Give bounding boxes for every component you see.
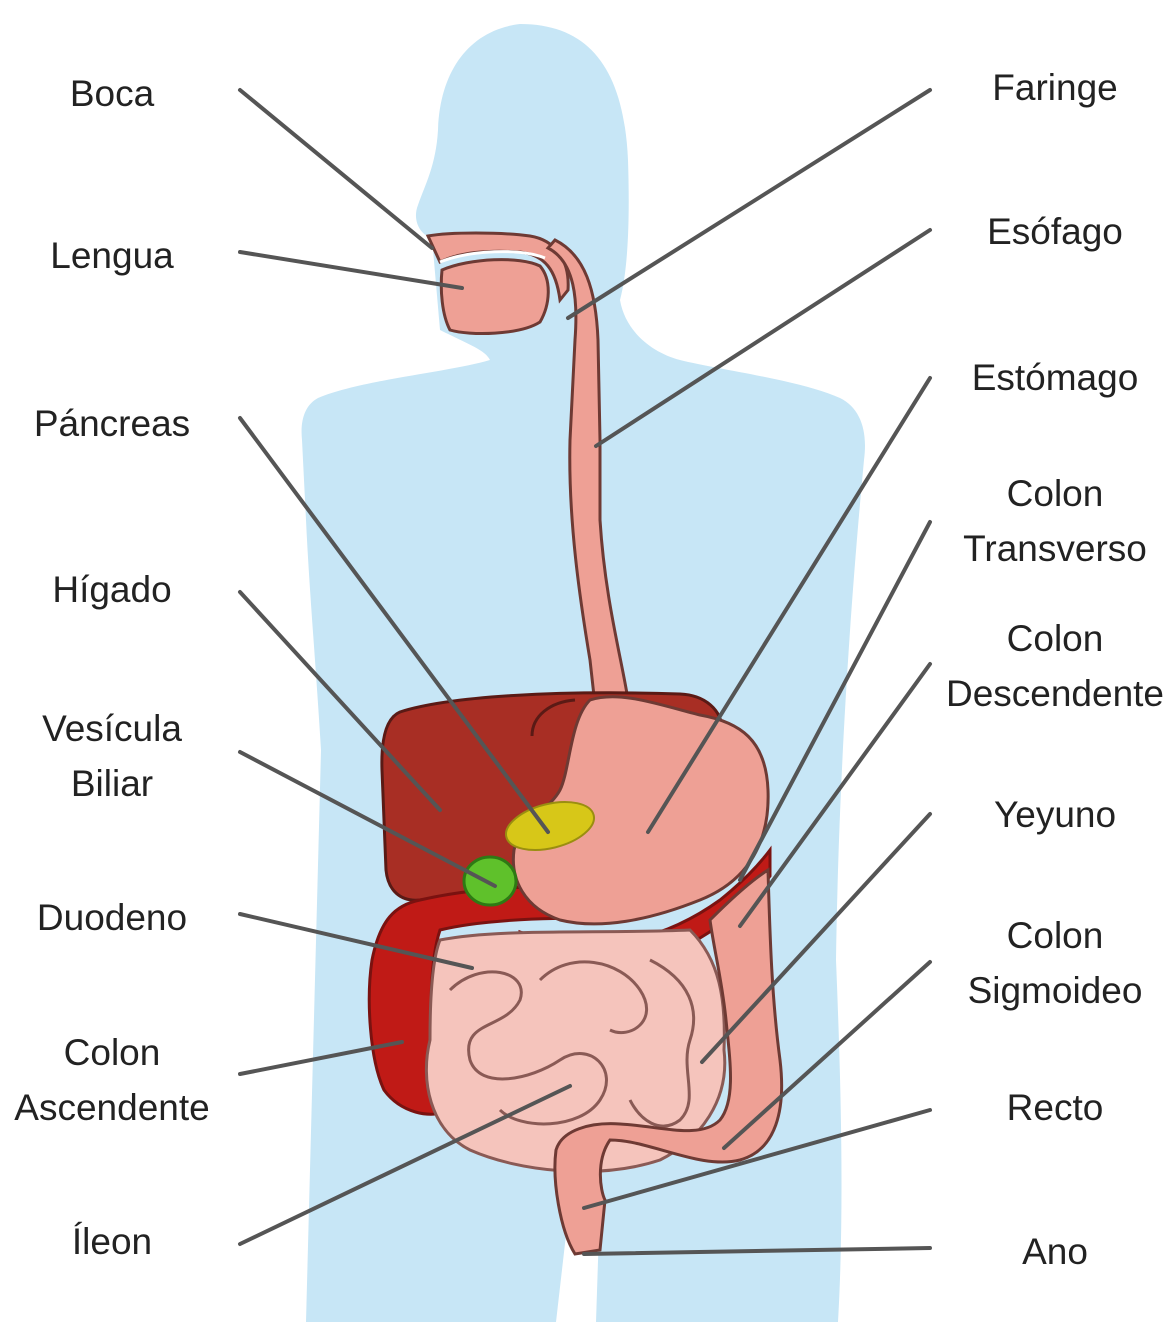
gallbladder: [464, 857, 516, 905]
label-boca: Boca: [2, 66, 222, 121]
tongue: [441, 260, 548, 334]
label-faringe: Faringe: [940, 60, 1170, 115]
leader-boca: [240, 90, 432, 248]
label-higado: Hígado: [2, 562, 222, 617]
label-lengua: Lengua: [2, 228, 222, 283]
leader-lengua: [240, 252, 462, 288]
label-yeyuno: Yeyuno: [940, 787, 1170, 842]
label-duodeno: Duodeno: [2, 890, 222, 945]
label-ileon: Íleon: [2, 1214, 222, 1269]
label-estomago: Estómago: [940, 350, 1170, 405]
label-pancreas: Páncreas: [2, 396, 222, 451]
label-esofago: Esófago: [940, 204, 1170, 259]
label-recto: Recto: [940, 1080, 1170, 1135]
label-ano: Ano: [940, 1224, 1170, 1279]
